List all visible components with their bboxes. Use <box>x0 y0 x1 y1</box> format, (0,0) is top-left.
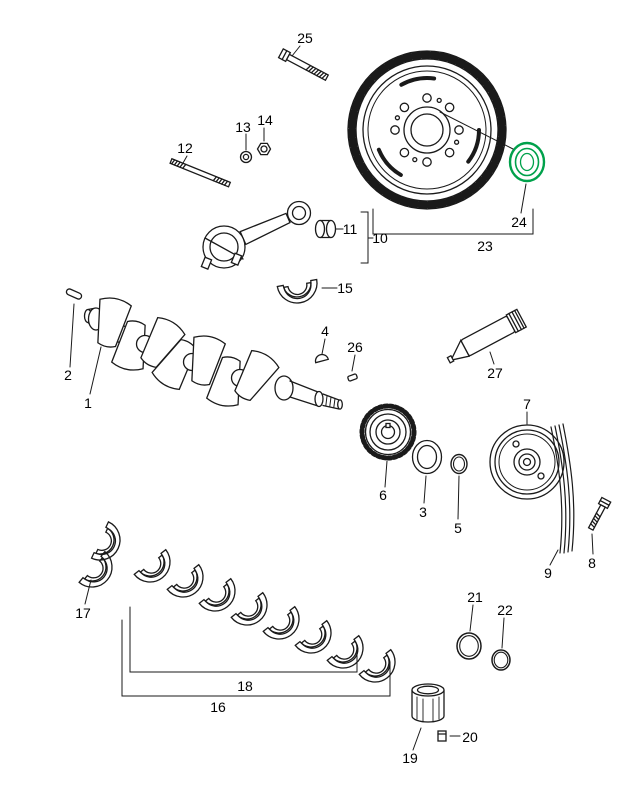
part-label-12[interactable]: 12 <box>177 140 193 156</box>
part-label-10[interactable]: 10 <box>372 230 388 246</box>
part-label-20[interactable]: 20 <box>462 729 478 745</box>
small-end-bushing-art <box>314 219 337 239</box>
sealant-tube-art <box>446 308 528 364</box>
part-label-11[interactable]: 11 <box>342 221 358 237</box>
part-label-21[interactable]: 21 <box>467 589 483 605</box>
pulley-art <box>489 424 565 500</box>
part-label-14[interactable]: 14 <box>257 112 273 128</box>
part-label-22[interactable]: 22 <box>497 602 513 618</box>
part-label-9[interactable]: 9 <box>544 565 552 581</box>
part-label-3[interactable]: 3 <box>419 504 427 520</box>
part-label-17[interactable]: 17 <box>75 605 91 621</box>
woodruff-key-art <box>314 353 330 364</box>
part-label-6[interactable]: 6 <box>379 487 387 503</box>
pulley-bolt-art <box>587 496 612 532</box>
stud-art <box>169 157 232 188</box>
belt-art <box>550 423 575 554</box>
part-label-7[interactable]: 7 <box>523 396 531 412</box>
flywheel-art <box>347 50 507 210</box>
part-label-1[interactable]: 1 <box>84 395 92 411</box>
part-label-25[interactable]: 25 <box>297 30 313 46</box>
part-label-18[interactable]: 18 <box>237 678 253 694</box>
part-label-23[interactable]: 23 <box>477 238 493 254</box>
straight-key-art <box>347 373 358 382</box>
washer-art <box>239 150 253 164</box>
bearing-sleeve-art <box>411 683 445 723</box>
snap-ring-art <box>450 453 468 475</box>
part-label-8[interactable]: 8 <box>588 555 596 571</box>
spacer-ring-art <box>411 439 443 475</box>
timing-gear-art <box>359 403 417 461</box>
flywheel-bolt-art <box>277 47 330 82</box>
small-fitting-art <box>437 730 447 742</box>
leader-lines <box>69 45 594 751</box>
part-label-5[interactable]: 5 <box>454 520 462 536</box>
part-label-24[interactable]: 24 <box>511 214 527 230</box>
part-label-15[interactable]: 15 <box>337 280 353 296</box>
part-label-2[interactable]: 2 <box>64 367 72 383</box>
oring-21-art <box>456 632 482 660</box>
part-label-19[interactable]: 19 <box>402 750 418 766</box>
oring-22-art <box>491 649 511 671</box>
connecting-rod-art <box>200 200 312 270</box>
dowel-pin-art <box>65 288 83 300</box>
seal-art <box>508 141 546 183</box>
part-label-13[interactable]: 13 <box>235 119 251 135</box>
crankshaft-art <box>83 297 343 410</box>
part-label-27[interactable]: 27 <box>487 365 503 381</box>
part-label-4[interactable]: 4 <box>321 323 329 339</box>
part-label-16[interactable]: 16 <box>210 699 226 715</box>
part-label-26[interactable]: 26 <box>347 339 363 355</box>
nut-art <box>256 142 272 156</box>
